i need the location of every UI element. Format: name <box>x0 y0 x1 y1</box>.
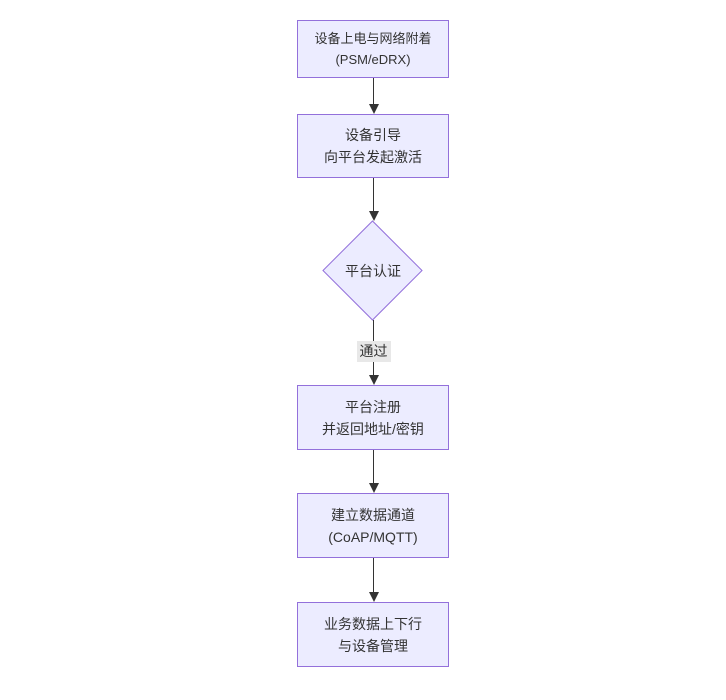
node-text-line1: 设备上电与网络附着 <box>314 31 432 46</box>
edge-line <box>373 78 374 104</box>
edge-power-to-bootstrap <box>368 78 379 114</box>
node-text-line2: (PSM/eDRX) <box>335 52 411 67</box>
arrow-down-icon <box>368 592 379 602</box>
flow-node-business-data: 业务数据上下行 与设备管理 <box>297 602 449 667</box>
flow-node-platform-auth: 平台认证 <box>322 220 424 321</box>
node-text-line1: 设备引导 <box>345 127 401 143</box>
arrow-down-icon <box>368 483 379 493</box>
flow-node-platform-register: 平台注册 并返回地址/密钥 <box>297 385 449 450</box>
node-text-line2: 并返回地址/密钥 <box>322 420 424 437</box>
edge-bootstrap-to-auth <box>368 178 379 221</box>
edge-register-to-channel <box>368 450 379 493</box>
edge-line <box>373 450 374 483</box>
node-text-line1: 业务数据上下行 <box>324 615 422 632</box>
edge-channel-to-business <box>368 558 379 602</box>
flow-node-bootstrap: 设备引导 向平台发起激活 <box>297 114 449 178</box>
node-text-line2: (CoAP/MQTT) <box>328 528 418 545</box>
node-text-line2: 与设备管理 <box>338 637 408 654</box>
edge-label-pass: 通过 <box>356 341 391 362</box>
arrow-down-icon <box>368 211 379 221</box>
node-text-line1: 平台认证 <box>345 263 401 279</box>
arrow-down-icon <box>368 104 379 114</box>
edge-line <box>373 178 374 211</box>
flow-node-data-channel: 建立数据通道 (CoAP/MQTT) <box>297 493 449 558</box>
node-text-line2: 向平台发起激活 <box>324 149 422 165</box>
flow-node-power-on-attach: 设备上电与网络附着 (PSM/eDRX) <box>297 20 449 78</box>
edge-line <box>373 558 374 592</box>
arrow-down-icon <box>368 375 379 385</box>
node-text-line1: 平台注册 <box>345 398 401 415</box>
edge-auth-to-register: 通过 <box>356 320 391 385</box>
node-text-line1: 建立数据通道 <box>331 506 415 523</box>
